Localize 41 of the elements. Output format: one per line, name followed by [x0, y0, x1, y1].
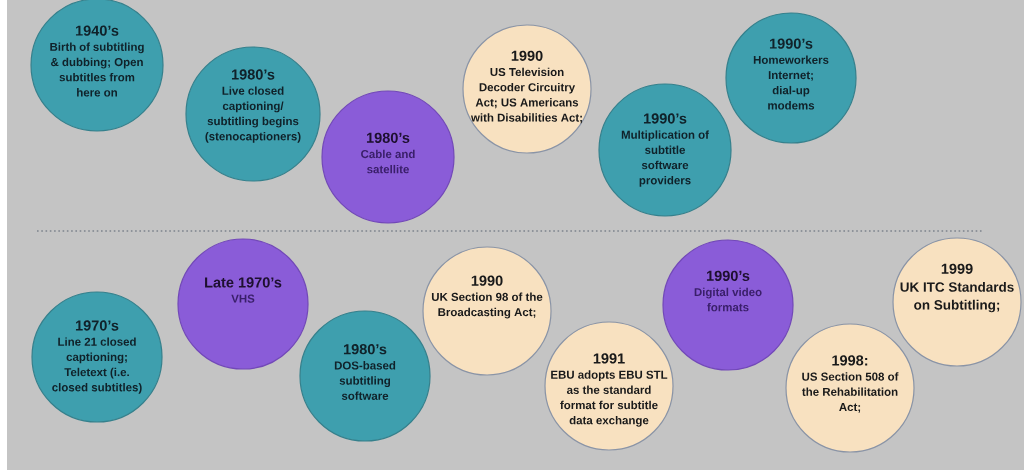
year-heading: 1998:	[832, 355, 868, 366]
event-text: Homeworkers Internet; dial-up modems	[753, 55, 829, 110]
event-text: Cable and satellite	[361, 149, 415, 174]
year-heading: 1970’s	[75, 320, 119, 331]
event-text: US Section 508 of the Rehabilitation Act;	[802, 372, 899, 413]
event-circle	[598, 83, 732, 217]
year-heading: 1940’s	[75, 25, 119, 36]
event-text: Digital video formats	[694, 287, 762, 312]
event-text: UK ITC Standards on Subtitling;	[900, 281, 1014, 313]
event-circle	[544, 321, 674, 451]
year-heading: 1990’s	[643, 113, 687, 124]
year-heading: 1980’s	[343, 344, 387, 355]
year-heading: 1990	[471, 275, 503, 286]
year-heading: 1990’s	[706, 270, 750, 281]
event-text: DOS-based subtitling software	[334, 361, 396, 400]
event-text: VHS	[231, 294, 255, 303]
event-circle	[31, 291, 163, 423]
year-heading: 1980’s	[231, 69, 275, 80]
year-heading: 1980’s	[366, 132, 410, 143]
event-text: US Television Decoder Circuitry Act; US Americans with Disabilities Act;	[470, 67, 582, 124]
year-heading: 1990	[511, 50, 543, 61]
event-circle	[177, 238, 309, 370]
event-circle	[662, 239, 794, 371]
event-text: UK Section 98 of the Broadcasting Act;	[431, 292, 543, 319]
year-heading: Late 1970’s	[205, 277, 282, 288]
event-text: Birth of subtitling & dubbing; Open subtitles from here on	[50, 42, 144, 97]
event-circle	[321, 90, 455, 224]
event-circle	[725, 12, 857, 144]
year-heading: 1999	[941, 263, 973, 274]
year-heading: 1991	[593, 353, 625, 364]
event-circle	[785, 323, 915, 453]
event-circle	[185, 46, 321, 182]
year-heading: 1990’s	[769, 38, 813, 49]
event-text: Live closed captioning/ subtitling begins (stenocaptioners)	[205, 86, 301, 143]
event-text: Multiplication of subtitle software providers	[621, 130, 709, 187]
event-circle	[892, 237, 1022, 367]
event-circle	[422, 246, 552, 376]
event-text: EBU adopts EBU STL as the standard format for subtitle data exchange	[551, 370, 668, 427]
event-circle	[299, 310, 431, 442]
event-text: Line 21 closed captioning; Teletext (i.e. closed subtitles)	[52, 337, 142, 394]
event-circle	[462, 24, 592, 154]
